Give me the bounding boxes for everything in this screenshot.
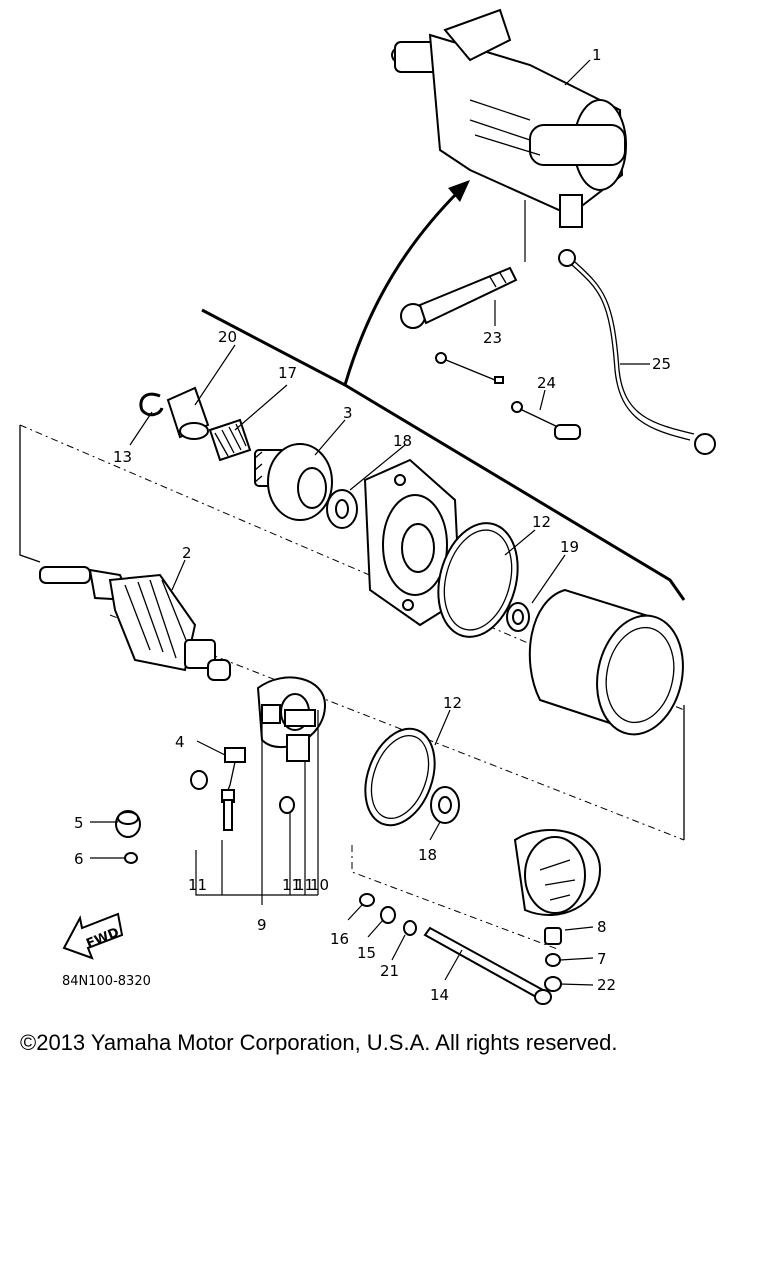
copyright-notice: ©2013 Yamaha Motor Corporation, U.S.A. A… — [20, 1030, 618, 1055]
brush-holder-part — [224, 734, 310, 791]
collar-part — [166, 386, 210, 440]
brush-plate-part — [256, 676, 327, 749]
assembly-arrow-head — [448, 180, 470, 202]
callout-6: 6 — [74, 850, 84, 868]
callout-8: 8 — [597, 918, 607, 936]
washer-16-part — [359, 893, 375, 907]
callout-3: 3 — [343, 404, 353, 422]
callout-16: 16 — [330, 930, 349, 948]
cap-part — [115, 810, 141, 838]
washer-21-part — [403, 920, 417, 936]
washer-15-part — [380, 906, 396, 924]
through-bolt-part — [423, 926, 552, 1005]
callout-9: 9 — [257, 916, 267, 934]
rear-cover-part — [513, 829, 602, 916]
callout-12a: 12 — [532, 513, 551, 531]
callout-21: 21 — [380, 962, 399, 980]
callout-20: 20 — [218, 328, 237, 346]
assembly-bracket-line — [201, 308, 686, 601]
yoke-part — [528, 588, 684, 736]
rear-cover-bracket — [351, 845, 561, 951]
armature-part — [39, 566, 231, 681]
callout-2: 2 — [182, 544, 192, 562]
o-ring-rear-part — [364, 727, 436, 827]
callout-labels: 1 2 3 4 5 6 7 8 9 10 11 11 11 12 12 13 1… — [74, 46, 671, 1004]
spring-part — [208, 418, 252, 462]
assembly-bracket-left — [19, 425, 41, 563]
assembly-centerline-top — [19, 424, 685, 711]
o-ring-front-part — [437, 522, 519, 638]
callout-10: 10 — [310, 876, 329, 894]
callout-11b: 11 — [282, 876, 301, 894]
starter-motor-part — [391, 8, 627, 228]
screw-part — [190, 770, 295, 831]
callout-23: 23 — [483, 329, 502, 347]
lead-wire-part — [558, 249, 716, 455]
callout-18a: 18 — [393, 432, 412, 450]
callout-18b: 18 — [418, 846, 437, 864]
callout-5: 5 — [74, 814, 84, 832]
callout-4: 4 — [175, 733, 185, 751]
leader-lines — [90, 59, 650, 986]
callout-24: 24 — [537, 374, 556, 392]
callout-1: 1 — [592, 46, 602, 64]
callout-13: 13 — [113, 448, 132, 466]
callout-11a: 11 — [188, 876, 207, 894]
callout-15: 15 — [357, 944, 376, 962]
fwd-arrow-icon: FWD — [62, 912, 124, 960]
callout-25: 25 — [652, 355, 671, 373]
callout-22: 22 — [597, 976, 616, 994]
callout-7: 7 — [597, 950, 607, 968]
assembly-arrow — [343, 188, 462, 386]
diagram-code: 84N100-8320 — [62, 974, 151, 989]
brush-lead-part — [435, 352, 581, 440]
circlip-part — [139, 392, 164, 417]
parts-diagram: FWD 1 2 3 4 — [19, 8, 716, 1005]
callout-12b: 12 — [443, 694, 462, 712]
nut-part — [544, 927, 562, 992]
callout-17: 17 — [278, 364, 297, 382]
callout-11c: 11 — [295, 876, 314, 894]
clutch-part — [254, 443, 333, 521]
bolt-part — [400, 200, 526, 329]
callout-19: 19 — [560, 538, 579, 556]
washer-tiny-part — [124, 852, 138, 864]
callout-14: 14 — [430, 986, 449, 1004]
